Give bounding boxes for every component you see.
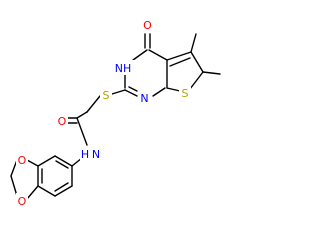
label-bg-s-thiophene — [179, 85, 191, 100]
oxygen-ketone-label: O — [143, 19, 152, 32]
h-amide-label: H — [81, 148, 89, 161]
bond-c4a-c5-double — [169, 57, 191, 67]
bond-ch2-camide — [76, 111, 88, 119]
bond-s-c7a — [166, 87, 181, 92]
label-bg-o-dioxole-bottom — [16, 193, 28, 208]
label-bg-o-dioxole-top — [16, 152, 28, 167]
s-thiophene-label: S — [182, 87, 189, 100]
bond-c2-s — [111, 89, 126, 95]
label-bg-nh-amide — [80, 146, 102, 161]
label-bg-o-amide — [56, 113, 68, 128]
bond-ar-3 — [37, 185, 56, 197]
bond-c6-methyl — [202, 71, 221, 75]
n-amide-label: N — [92, 148, 100, 161]
atom-label-layer: O NH N S S O H N O O — [16, 17, 191, 208]
bond-c4a-c4 — [148, 49, 168, 61]
bond-camide-n — [76, 117, 88, 146]
nh-ring-label: NH — [115, 62, 132, 75]
bond-s-ch2 — [86, 95, 101, 113]
oxygen-dioxole-bottom-label: O — [18, 195, 27, 208]
bond-ar-6-double — [55, 160, 69, 169]
molecule-structure: O NH N S S O H N O O — [10, 17, 221, 208]
bond-c4a-c5 — [166, 51, 192, 61]
label-bg-nh-ring — [111, 60, 135, 75]
s-thioether-label: S — [103, 89, 110, 102]
bond-ar-2-double — [54, 182, 69, 192]
oxygen-amide-label: O — [58, 115, 67, 128]
molecule-canvas: O NH N S S O H N O O — [10, 17, 221, 208]
bond-c4-n3 — [132, 49, 148, 61]
label-bg-o-ketone — [141, 17, 154, 32]
bond-ch2-obottom — [10, 175, 18, 197]
bond-ar-2 — [54, 185, 73, 197]
bond-ar-5 — [37, 155, 56, 167]
oxygen-dioxole-top-label: O — [18, 154, 27, 167]
bond-c5-methyl — [190, 33, 197, 53]
bond-ar-6 — [54, 155, 73, 167]
bond-ar-otop — [26, 159, 39, 167]
bond-c6-s — [189, 71, 204, 90]
bond-n1-c7a — [152, 87, 166, 97]
label-bg-n-ring — [138, 90, 151, 105]
bond-ar-obottom — [26, 185, 39, 200]
n-ring-label: N — [140, 92, 148, 105]
bond-layer — [10, 33, 221, 200]
label-bg-s-thioether — [100, 87, 112, 102]
bond-c2-n1 — [124, 89, 138, 97]
bond-c5-c6 — [190, 51, 204, 73]
bond-c2-n1-double — [128, 86, 138, 92]
